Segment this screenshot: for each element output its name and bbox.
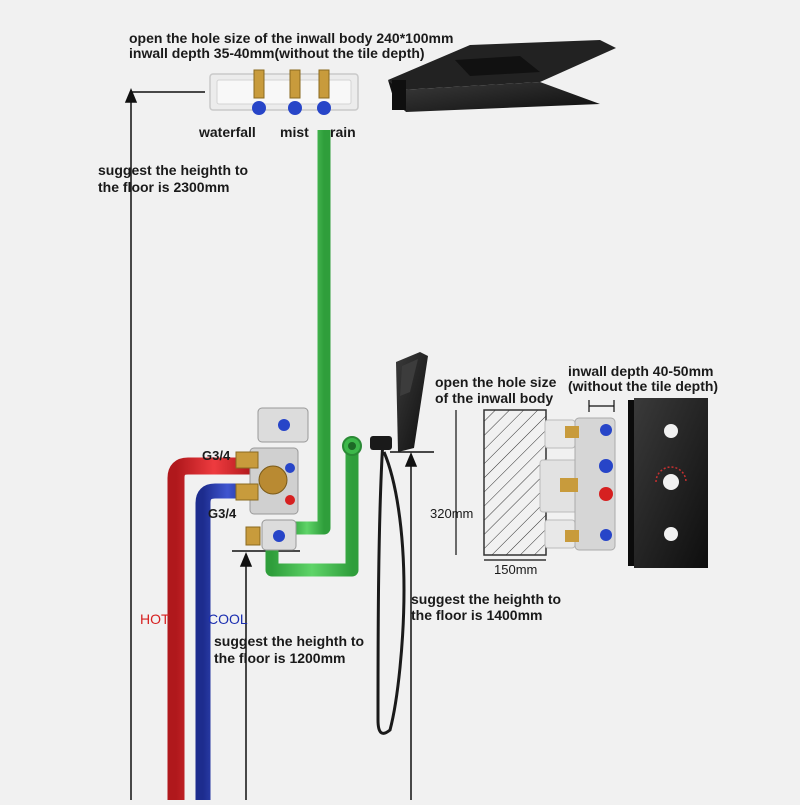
fitting-upper-label: G3/4 — [202, 448, 231, 463]
hole-width-label: 150mm — [494, 562, 538, 577]
height-1200-line2: the floor is 1200mm — [214, 650, 346, 666]
hot-pipe — [167, 457, 252, 800]
height-1400-line1: suggest the heighth to — [411, 591, 562, 607]
depth-bracket — [588, 400, 615, 412]
hand-shower — [370, 352, 428, 735]
height-2300-line1: suggest the heighth to — [98, 162, 249, 178]
cool-pipe — [195, 483, 252, 800]
hole-height-label: 320mm — [430, 506, 474, 521]
top-note-line2: inwall depth 35-40mm(without the tile de… — [129, 45, 425, 61]
hot-label: HOT — [140, 611, 170, 627]
height-2300-line2: the floor is 2300mm — [98, 179, 230, 195]
dimension-line-1400 — [390, 451, 434, 800]
green-pipes — [252, 130, 359, 577]
mist-label: mist — [280, 124, 309, 140]
hole-note-line1: open the hole size — [435, 374, 557, 390]
fitting-lower-label: G3/4 — [208, 506, 237, 521]
dimension-line-1200 — [232, 550, 300, 800]
inwall-hole-outline — [455, 409, 547, 561]
height-1400-line2: the floor is 1400mm — [411, 607, 543, 623]
top-inwall-body — [209, 69, 359, 115]
height-1200-line1: suggest the heighth to — [214, 633, 365, 649]
control-panel — [628, 398, 708, 568]
rain-label: rain — [330, 124, 356, 140]
dimension-line-2300 — [124, 88, 205, 800]
mixing-valve — [235, 407, 309, 551]
waterfall-shower-head — [388, 40, 616, 112]
green-elbow-cap — [342, 436, 362, 456]
waterfall-label: waterfall — [199, 124, 256, 140]
inwall-depth-line1: inwall depth 40-50mm — [568, 363, 714, 379]
side-inwall-valve — [539, 417, 616, 551]
hole-note-line2: of the inwall body — [435, 390, 554, 406]
cool-label: COOL — [208, 611, 248, 627]
top-note-line1: open the hole size of the inwall body 24… — [129, 30, 454, 46]
inwall-depth-line2: (without the tile depth) — [568, 378, 719, 394]
